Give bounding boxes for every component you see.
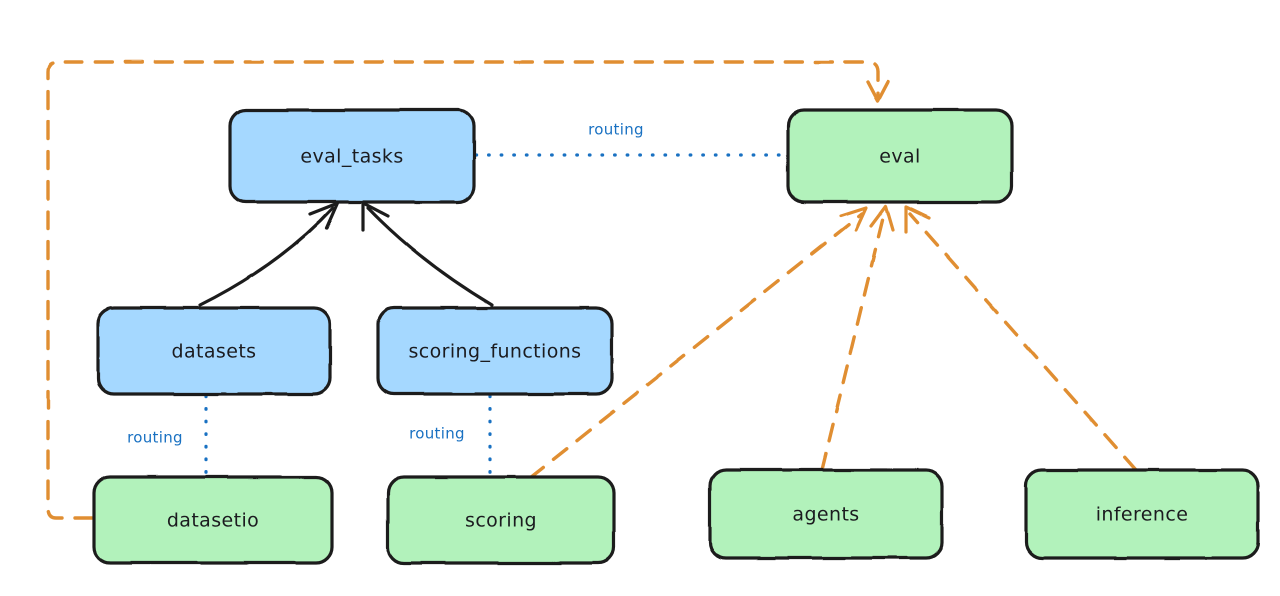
node-datasets-label: datasets bbox=[172, 341, 257, 363]
node-datasetio[interactable]: datasetio bbox=[92, 475, 334, 565]
node-inference-shape bbox=[1024, 468, 1260, 560]
node-agents-label: agents bbox=[792, 504, 859, 526]
edge-label-routing-scoring_functions-scoring: routing bbox=[409, 425, 465, 443]
node-datasetio-label: datasetio bbox=[167, 510, 259, 532]
node-inference-label: inference bbox=[1096, 504, 1189, 526]
node-inference[interactable]: inference bbox=[1024, 468, 1260, 560]
edge-label-routing-eval_tasks-eval: routing bbox=[588, 121, 644, 139]
edge-label-routing-datasets-datasetio: routing bbox=[127, 429, 183, 447]
node-datasets-shape bbox=[96, 306, 332, 396]
node-eval[interactable]: eval bbox=[786, 108, 1014, 204]
node-eval_tasks-label: eval_tasks bbox=[300, 146, 403, 168]
edge-inference-to-eval bbox=[904, 205, 1138, 472]
node-scoring-shape bbox=[386, 475, 616, 565]
node-eval-shape bbox=[786, 108, 1014, 204]
node-eval_tasks[interactable]: eval_tasks bbox=[228, 108, 476, 204]
node-datasets[interactable]: datasets bbox=[96, 306, 332, 396]
node-scoring-label: scoring bbox=[465, 510, 537, 532]
node-scoring_functions[interactable]: scoring_functions bbox=[376, 306, 614, 396]
node-agents[interactable]: agents bbox=[708, 468, 944, 560]
node-eval-label: eval bbox=[879, 146, 920, 168]
edge-datasetio-to-eval bbox=[46, 60, 890, 520]
node-eval_tasks-shape bbox=[228, 108, 476, 204]
node-agents-shape bbox=[708, 468, 944, 560]
node-scoring_functions-shape bbox=[376, 306, 614, 396]
edge-scoring-to-eval bbox=[528, 206, 868, 480]
node-scoring_functions-label: scoring_functions bbox=[409, 341, 582, 363]
node-datasetio-shape bbox=[92, 475, 334, 565]
edge-agents-to-eval bbox=[820, 204, 895, 472]
node-scoring[interactable]: scoring bbox=[386, 475, 616, 565]
